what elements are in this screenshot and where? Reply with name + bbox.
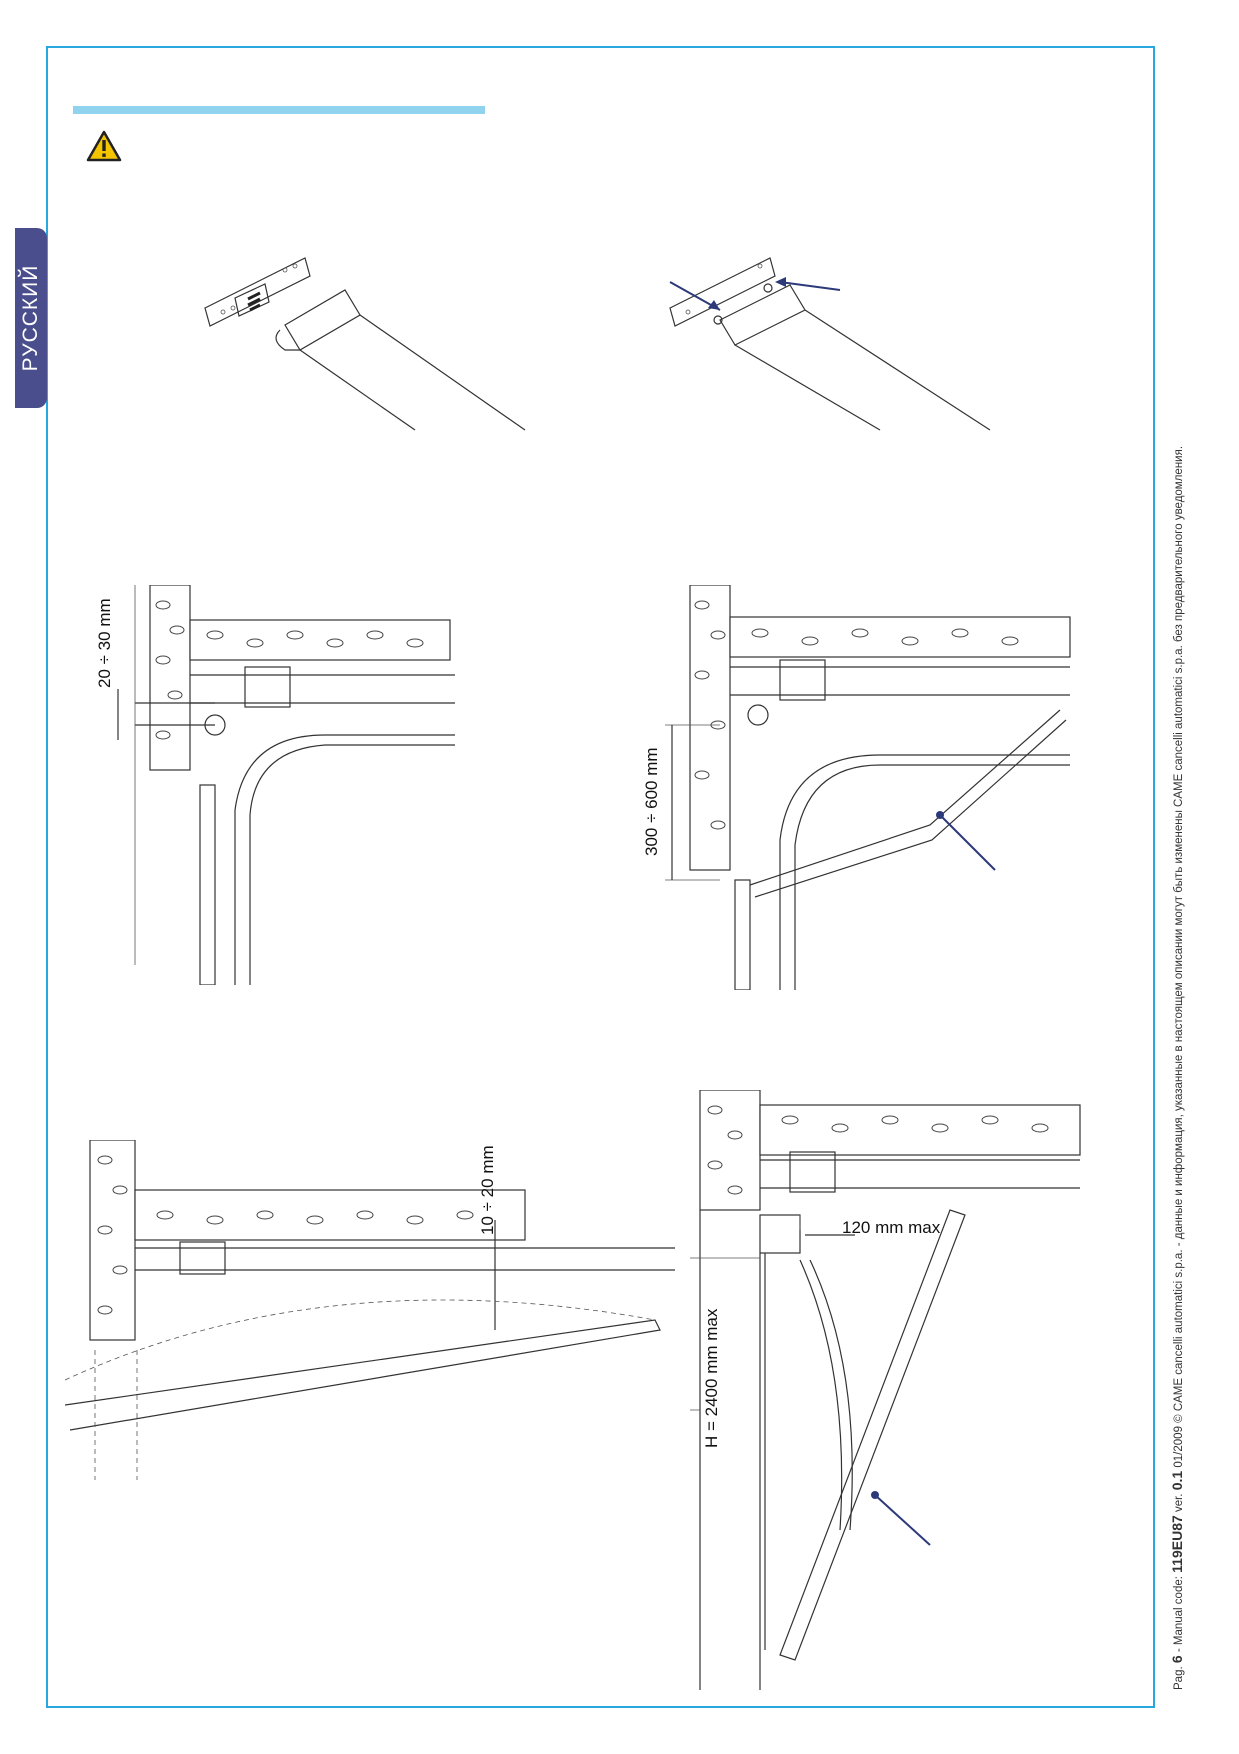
figure-clearance-20-30: [117, 585, 455, 985]
page-footer: Pag. 6 - Manual code: 119EU87 ver. 0.1 0…: [1169, 446, 1185, 1690]
footer-manual-code: 119EU87: [1169, 1515, 1185, 1573]
figure-bracket-insert: [204, 257, 526, 431]
footer-page-number: 6: [1169, 1655, 1185, 1664]
footer-ver-label: ver.: [1173, 1493, 1185, 1513]
figure-clearance-10-20: [65, 1140, 675, 1480]
footer-version: 0.1: [1169, 1470, 1185, 1491]
warning-icon: [86, 130, 122, 162]
dimension-h-2400-max: H = 2400 mm max: [702, 1308, 721, 1448]
figure-clearance-300-600: [665, 585, 1071, 990]
figure-bracket-fixed: [669, 257, 991, 431]
dimension-10-20: 10 ÷ 20 mm: [478, 1145, 497, 1235]
footer-pag-label: Pag.: [1173, 1666, 1185, 1690]
section-title-bar: [73, 106, 485, 114]
dimension-300-600: 300 ÷ 600 mm: [642, 747, 661, 856]
page-frame: [46, 46, 1155, 1708]
dimension-20-30: 20 ÷ 30 mm: [95, 598, 114, 688]
figure-max-dimensions: [690, 1090, 1081, 1690]
footer-copyright: 01/2009 © CAME cancelli automatici s.p.a…: [1173, 445, 1185, 1468]
dimension-120-max: 120 mm max: [842, 1218, 941, 1237]
footer-manual-label: - Manual code:: [1173, 1576, 1185, 1653]
language-tab: РУССКИЙ: [15, 228, 47, 408]
